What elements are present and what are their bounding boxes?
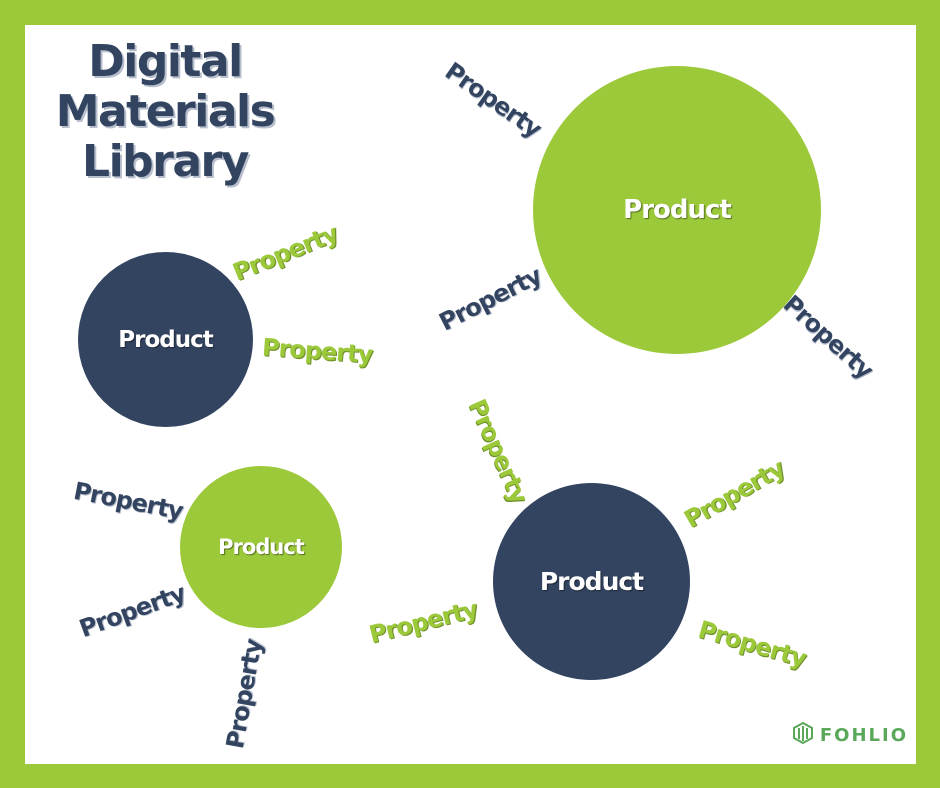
property-label: Property (434, 261, 546, 337)
property-label: Property (695, 615, 810, 673)
property-label: Property (462, 394, 534, 508)
property-label: Property (261, 333, 374, 369)
product-circle-3: Product (180, 466, 342, 628)
product-label: Product (218, 535, 305, 559)
product-circle-1: Product (78, 252, 253, 427)
product-circle-4: Product (493, 483, 690, 680)
property-label: Property (75, 578, 189, 644)
product-label: Product (118, 326, 213, 353)
page-title: Digital Materials Library (55, 36, 276, 187)
property-label: Property (71, 476, 185, 526)
product-label: Product (623, 195, 732, 225)
property-label: Property (220, 637, 268, 751)
fohlio-logo-icon (792, 721, 814, 748)
title-line-2: Materials (55, 86, 276, 137)
product-circle-2: Product (533, 66, 821, 354)
logo-text: FOHLIO (819, 724, 908, 746)
property-label: Property (366, 595, 481, 649)
title-line-3: Library (82, 136, 249, 187)
property-label: Property (679, 454, 789, 534)
property-label: Property (777, 289, 879, 385)
diagram-canvas: Digital Materials Library Product Produc… (25, 25, 916, 764)
property-label: Property (439, 56, 547, 144)
product-label: Product (539, 567, 644, 596)
fohlio-logo: FOHLIO (792, 721, 908, 748)
title-line-1: Digital (88, 36, 243, 87)
property-label: Property (228, 219, 342, 287)
